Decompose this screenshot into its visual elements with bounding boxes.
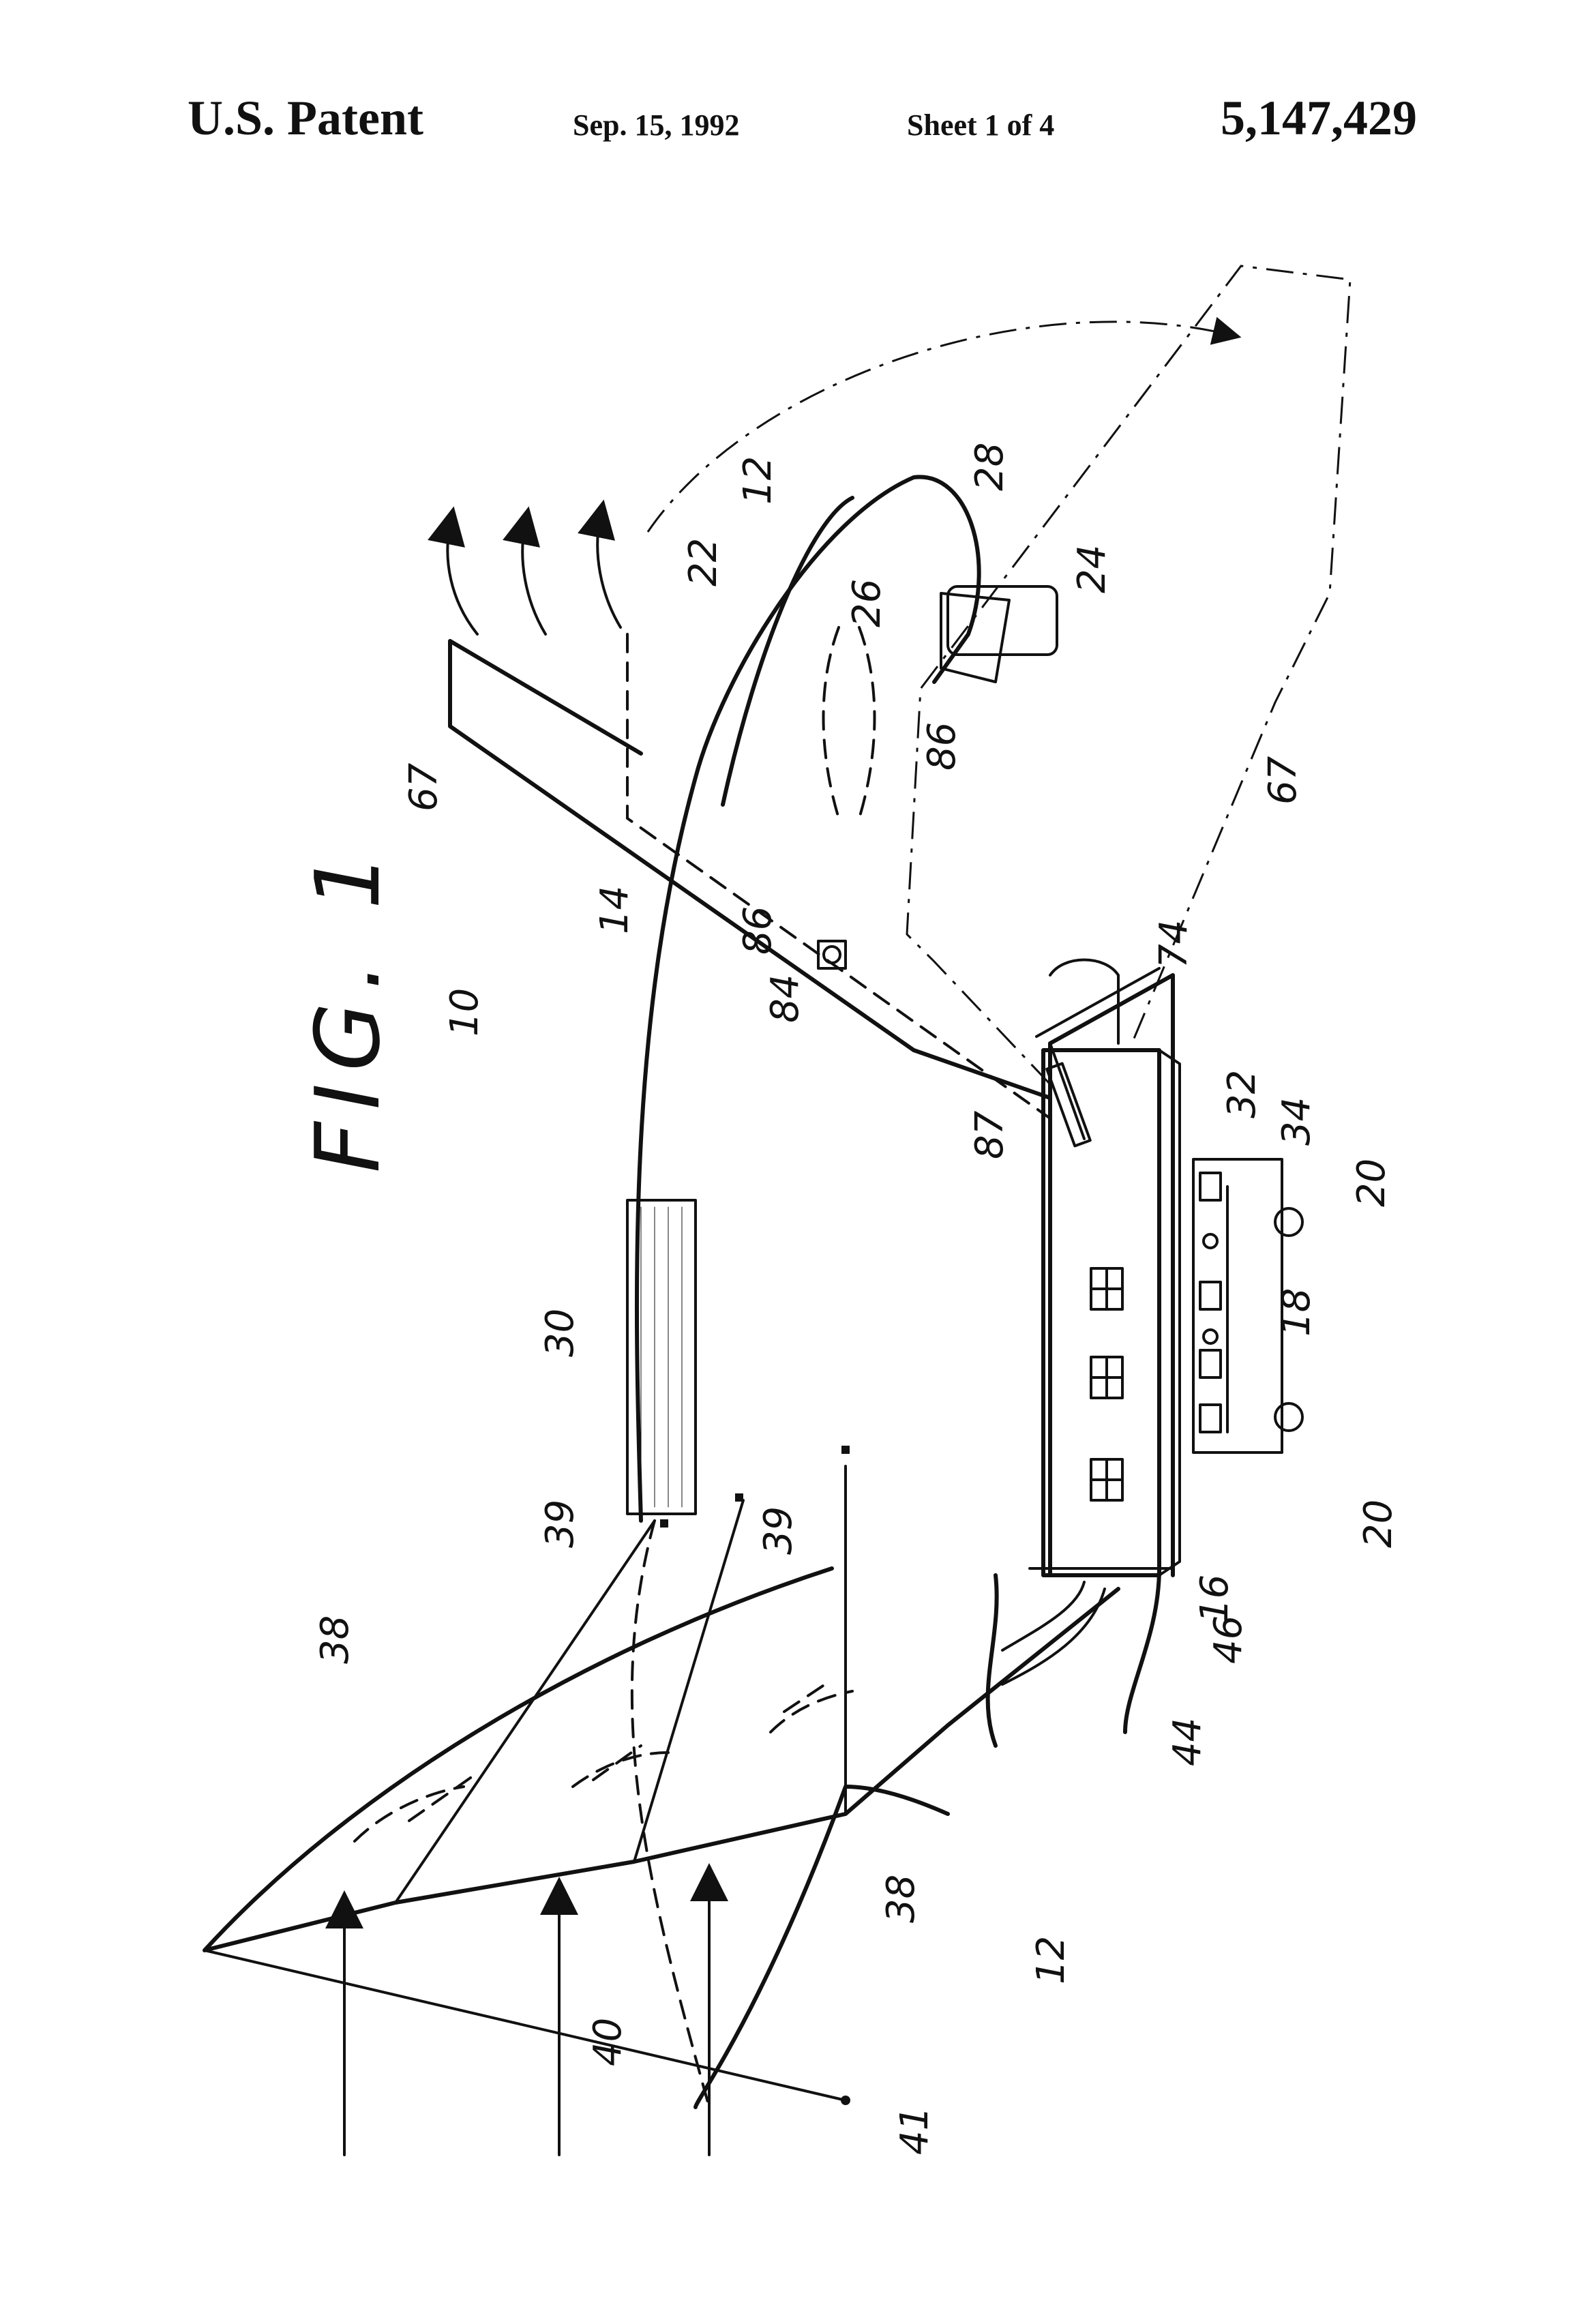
header-date: Sep. 15, 1992 [573, 108, 740, 142]
ref-38b: 38 [879, 1875, 923, 1923]
ref-14: 14 [593, 886, 637, 934]
wheel-rear [1274, 1207, 1304, 1237]
ref-38a: 38 [313, 1615, 357, 1664]
ref-86a: 86 [736, 906, 780, 955]
figure-label: FIG. 1 [296, 841, 400, 1173]
ref-12a: 12 [736, 456, 780, 505]
wing-upper [448, 639, 1052, 1100]
balloon-envelope [693, 496, 950, 2109]
lower-deck-side [1158, 1049, 1181, 1577]
ref-32: 32 [1220, 1070, 1264, 1118]
ref-44: 44 [1165, 1718, 1210, 1766]
ref-46: 46 [1206, 1615, 1251, 1664]
ref-39b: 39 [756, 1506, 801, 1555]
fuselage-body [634, 475, 981, 1523]
ref-16: 16 [1193, 1575, 1237, 1623]
ref-67b: 67 [1261, 756, 1305, 805]
wheel-front [1274, 1402, 1304, 1432]
control-point-c [841, 1446, 850, 1454]
ref-22: 22 [681, 538, 726, 586]
ref-18: 18 [1274, 1288, 1319, 1337]
header-title: U.S. Patent [188, 91, 423, 145]
lower-deck [1041, 1048, 1161, 1577]
air-scoop-struts [203, 1465, 847, 2102]
ref-10: 10 [443, 988, 487, 1037]
ref-39a: 39 [538, 1500, 582, 1548]
ref-28: 28 [968, 443, 1012, 491]
ref-84: 84 [763, 974, 807, 1023]
reference-numerals: 10 12 12 14 16 18 20 20 22 24 26 28 30 3… [313, 443, 1401, 2155]
header-patent-number: 5,147,429 [1221, 91, 1417, 145]
tail-fin [940, 592, 1011, 683]
actuator-cylinder [1045, 1062, 1092, 1148]
ref-74: 74 [1152, 920, 1196, 968]
ref-24: 24 [1070, 545, 1114, 593]
outgoing-air-arrows [428, 316, 1242, 636]
ref-41: 41 [893, 2106, 937, 2155]
rib-lines [822, 626, 876, 820]
ref-40: 40 [586, 2018, 630, 2066]
tail-pod [946, 585, 1058, 656]
header-sheet-number: Sheet 1 of 4 [907, 108, 1055, 142]
ref-87: 87 [968, 1110, 1012, 1159]
solar-panel-grid [640, 1206, 683, 1508]
solar-panel [626, 1199, 697, 1515]
ref-34: 34 [1274, 1097, 1319, 1146]
ref-26: 26 [845, 579, 889, 627]
control-point-b [735, 1493, 743, 1502]
ref-67a: 67 [402, 762, 446, 811]
wing-pivot [1049, 958, 1120, 1045]
ref-12b: 12 [1029, 1936, 1073, 1984]
control-point-a [660, 1519, 668, 1528]
wing-upper-dashed [626, 633, 1051, 1120]
incoming-air-arrows [325, 1863, 728, 2156]
air-scoop [203, 1566, 1120, 1952]
cabin-windows [1090, 1267, 1124, 1502]
inlet-duct [985, 1566, 1161, 1748]
lower-structure [1192, 1158, 1283, 1454]
sensor-box [817, 940, 847, 970]
scoop-swing-arrows [353, 1690, 854, 1843]
wing-lower-swung [906, 265, 1352, 1086]
ref-86b: 86 [920, 722, 964, 771]
hinge-point [841, 2096, 850, 2105]
inlet-flow-arrows [1001, 1581, 1106, 1686]
ref-30: 30 [538, 1309, 582, 1357]
fuselage-lower-edge [1048, 973, 1175, 1577]
ref-20a: 20 [1349, 1159, 1394, 1207]
fuselage-bottom [1028, 967, 1174, 1570]
sensor-lens [822, 945, 841, 964]
air-scoop-dashed [408, 1519, 826, 2109]
ref-20b: 20 [1356, 1500, 1401, 1548]
tilt-actuator [1049, 1042, 1086, 1140]
